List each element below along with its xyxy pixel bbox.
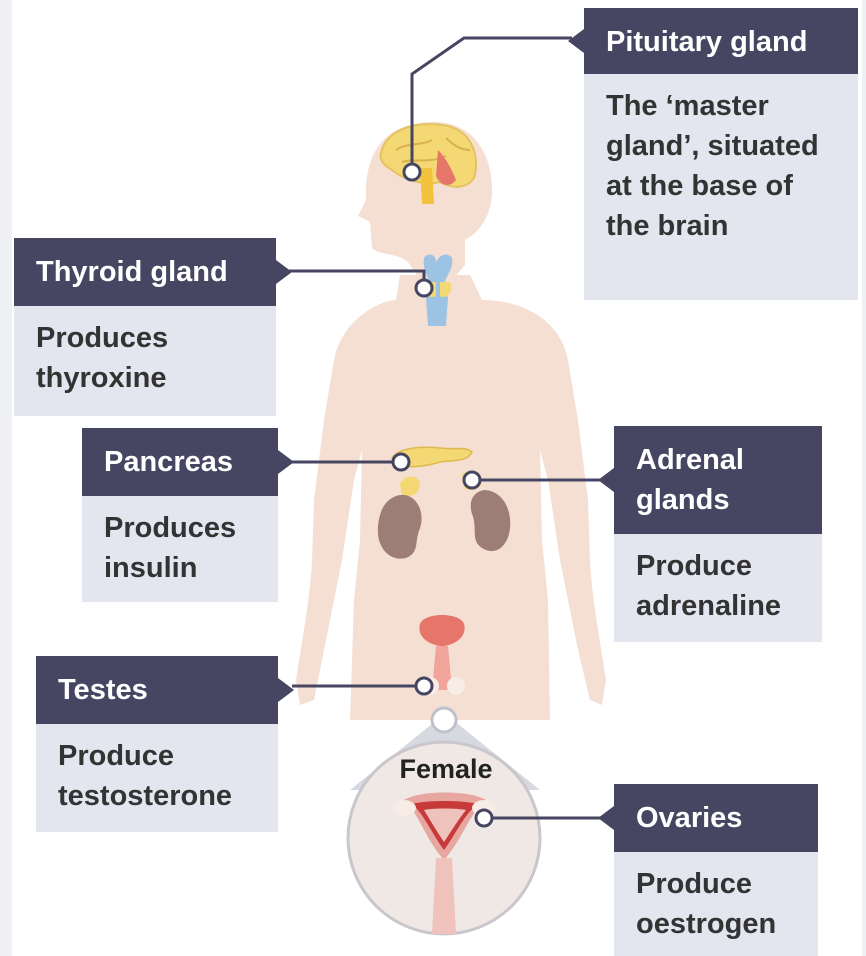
pointer-ovaries	[474, 808, 494, 828]
ovaries-title: Ovaries	[598, 784, 818, 852]
kidney-left-shape	[377, 494, 422, 559]
female-inset	[346, 740, 542, 936]
pituitary-title: Pituitary gland	[568, 8, 858, 74]
testes-title: Testes	[36, 656, 294, 724]
pointer-pancreas	[391, 452, 411, 472]
pituitary-description: The ‘master gland’, situated at the base…	[584, 74, 858, 300]
inset-zoom-marker	[430, 706, 458, 734]
page-frame-right	[862, 0, 866, 956]
thyroid-description: Produces thyroxine	[14, 306, 276, 416]
pancreas-description: Produces insulin	[82, 496, 278, 602]
female-inset-label: Female	[399, 754, 493, 784]
kidney-right-shape	[470, 490, 511, 552]
connector-pituitary	[410, 36, 572, 172]
adrenal-title: Adrenal glands	[598, 426, 822, 534]
adrenal-left-shape	[400, 476, 420, 497]
pointer-testes	[414, 676, 434, 696]
thyroid-title: Thyroid gland	[14, 238, 292, 306]
ovaries-description: Produce oestrogen	[614, 852, 818, 956]
pointer-dots	[391, 162, 494, 828]
testes-description: Produce testosterone	[36, 724, 278, 832]
adrenal-description: Produce adrenaline	[614, 534, 822, 642]
pointer-pituitary	[402, 162, 422, 182]
pancreas-title: Pancreas	[82, 428, 294, 496]
page-frame-left	[0, 0, 12, 956]
pointer-thyroid	[414, 278, 434, 298]
connector-lines	[288, 36, 612, 820]
pointer-adrenal	[462, 470, 482, 490]
pancreas-shape	[391, 446, 473, 468]
